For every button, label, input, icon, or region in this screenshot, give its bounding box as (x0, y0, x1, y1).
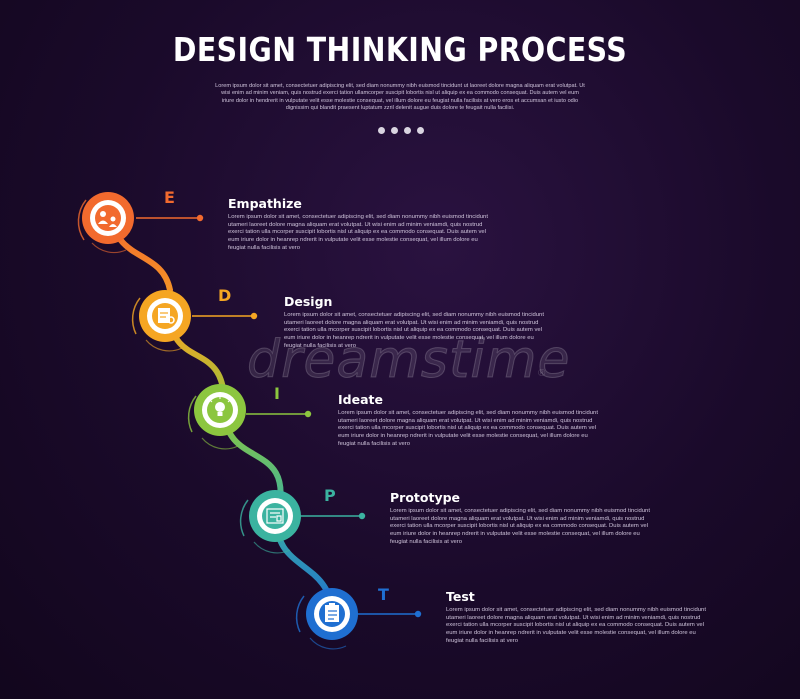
step-title-empathize: Empathize (228, 196, 302, 211)
page-title: DESIGN THINKING PROCESS (172, 30, 628, 69)
step-prototype-node (239, 490, 366, 554)
step-body-test: Lorem ipsum dolor sit amet, consectetuer… (446, 607, 706, 644)
dot (391, 127, 398, 134)
step-title-design: Design (284, 294, 333, 309)
intro-text: Lorem ipsum dolor sit amet, consectetuer… (215, 83, 585, 111)
clipboard-search-icon (158, 308, 175, 324)
step-test-node (295, 588, 422, 650)
dot (378, 127, 385, 134)
step-empathize-node (77, 192, 204, 254)
step-letter-e: E (164, 188, 175, 207)
step-letter-d: D (218, 286, 232, 305)
step-letter-i: I (274, 384, 280, 403)
people-exchange-icon (98, 211, 117, 227)
step-title-prototype: Prototype (390, 490, 461, 505)
blueprint-icon (266, 508, 284, 524)
checklist-icon (325, 603, 339, 622)
step-ideate-node (187, 384, 312, 450)
dot (404, 127, 411, 134)
step-body-empathize: Lorem ipsum dolor sit amet, consectetuer… (228, 214, 488, 251)
step-letter-t: T (378, 585, 389, 604)
pagination-dots (378, 127, 424, 134)
process-path (109, 215, 335, 615)
step-letter-p: P (324, 486, 336, 505)
step-body-prototype: Lorem ipsum dolor sit amet, consectetuer… (390, 508, 650, 545)
dot (417, 127, 424, 134)
step-title-test: Test (446, 589, 475, 604)
watermark: dreamstime (246, 330, 571, 391)
step-title-ideate: Ideate (338, 392, 383, 407)
registered-mark: ® (538, 368, 546, 379)
lightbulb-icon (208, 396, 232, 416)
step-body-design: Lorem ipsum dolor sit amet, consectetuer… (284, 312, 544, 349)
step-body-ideate: Lorem ipsum dolor sit amet, consectetuer… (338, 410, 598, 447)
step-design-node (131, 290, 258, 352)
